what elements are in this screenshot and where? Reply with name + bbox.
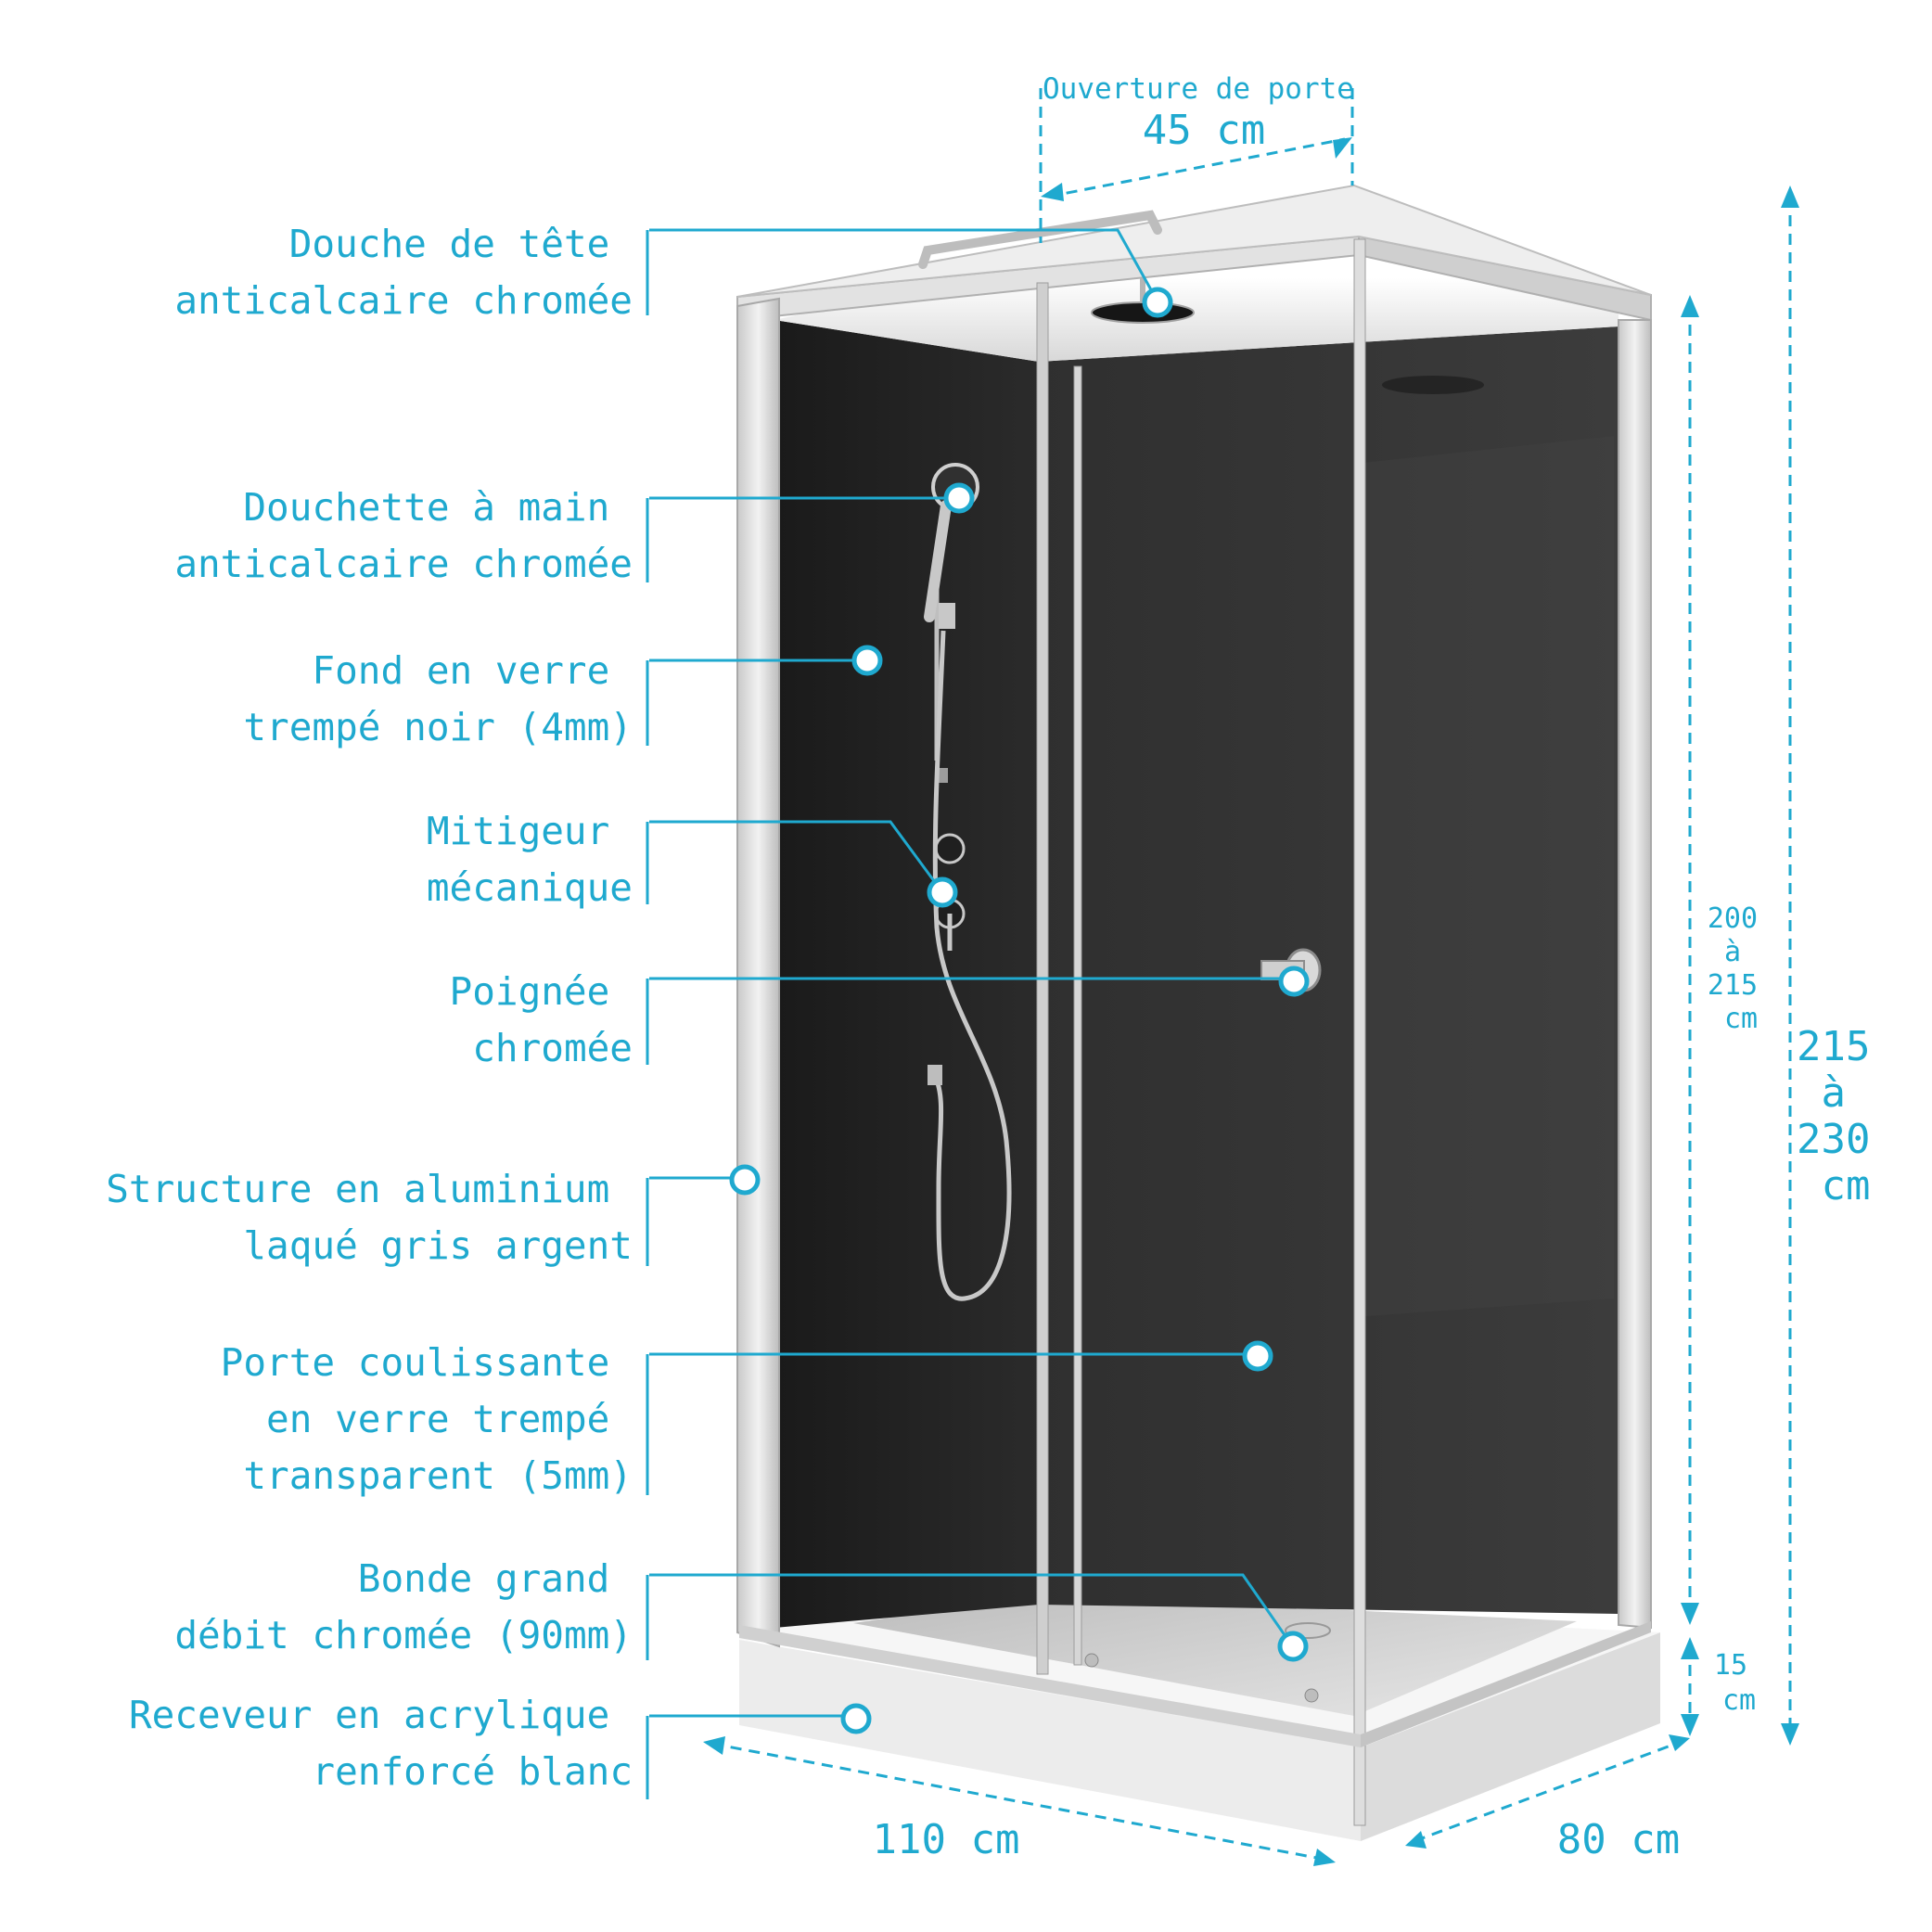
- marker-tray: [840, 1703, 872, 1734]
- side-glass-reflection: [1354, 436, 1614, 1317]
- callout-back-glass: Fond en verre trempé noir (4mm): [243, 648, 633, 749]
- inner-height-value: 200 à 215 cm: [1708, 902, 1774, 1035]
- marker-door: [1242, 1340, 1273, 1372]
- callout-head-shower: Douche de tête anticalcaire chromée: [174, 222, 633, 323]
- leader-mixer: [649, 820, 941, 889]
- marker-head-shower: [1142, 287, 1173, 318]
- door-opening-label: Ouverture de porte: [1043, 72, 1354, 106]
- left-frame-profile: [736, 297, 780, 1648]
- bottom-rail-front: [739, 1625, 1361, 1747]
- door-opening-line: [1047, 137, 1346, 198]
- corner-frame-profile: [1353, 238, 1366, 1826]
- depth-value: 80 cm: [1557, 1816, 1680, 1863]
- depth-line: [1414, 1740, 1682, 1843]
- callout-frame: Structure en aluminium laqué gris argent: [106, 1167, 633, 1268]
- callout-tray: Receveur en acrylique renforcé blanc: [129, 1693, 633, 1794]
- roller-left: [1084, 1653, 1099, 1668]
- callout-markers: [729, 287, 1310, 1734]
- marker-hand-shower: [943, 482, 975, 514]
- marker-mixer: [927, 876, 958, 908]
- tray-front-face: [739, 1640, 1361, 1841]
- callout-handle: Poignée chromée: [450, 969, 633, 1070]
- marker-frame: [729, 1164, 761, 1196]
- leader-drain: [649, 1573, 1291, 1643]
- right-frame-profile: [1618, 319, 1652, 1630]
- head-shower-reflection: [1382, 376, 1484, 394]
- callout-mixer: Mitigeur mécanique: [427, 809, 633, 910]
- leader-head-shower: [649, 228, 1159, 302]
- dimension-arrows: [703, 137, 1799, 1866]
- dimension-lines: [711, 88, 1792, 1862]
- marker-back-glass: [851, 645, 883, 676]
- callout-labels: Douche de tête anticalcaire chromée Douc…: [106, 222, 633, 1794]
- side-glass-wall: [1039, 326, 1619, 1614]
- tray-floor: [853, 1595, 1577, 1716]
- back-glass-wall: [774, 320, 1039, 1628]
- marker-handle: [1278, 966, 1310, 997]
- roof-panel: [774, 278, 1619, 362]
- shower-hose: [932, 630, 1012, 1301]
- tray-height-value: 15 cm: [1714, 1649, 1764, 1717]
- dimension-labels: Ouverture de porte 45 cm 110 cm 80 cm 20…: [873, 72, 1895, 1863]
- callout-door: Porte coulissante en verre trempé transp…: [221, 1340, 633, 1498]
- hose-holder: [928, 1065, 942, 1085]
- callout-drain: Bonde grand débit chromée (90mm): [174, 1556, 633, 1657]
- roof-handle: [918, 210, 1162, 269]
- roller-right: [1304, 1688, 1319, 1703]
- door-opening-value: 45 cm: [1143, 107, 1265, 154]
- marker-drain: [1277, 1631, 1309, 1662]
- door-frame-profile: [1073, 365, 1082, 1666]
- width-value: 110 cm: [873, 1816, 1020, 1863]
- tray-side-face: [1361, 1632, 1660, 1841]
- shower-cabin: [736, 184, 1660, 1841]
- width-line: [711, 1742, 1327, 1862]
- top-rail-back: [736, 184, 1652, 298]
- total-height-value: 215 à 230 cm: [1797, 1023, 1895, 1209]
- bottom-rail-side: [1361, 1621, 1651, 1747]
- callout-hand-shower: Douchette à main anticalcaire chromée: [174, 485, 633, 586]
- callout-leaders: [649, 228, 1291, 1718]
